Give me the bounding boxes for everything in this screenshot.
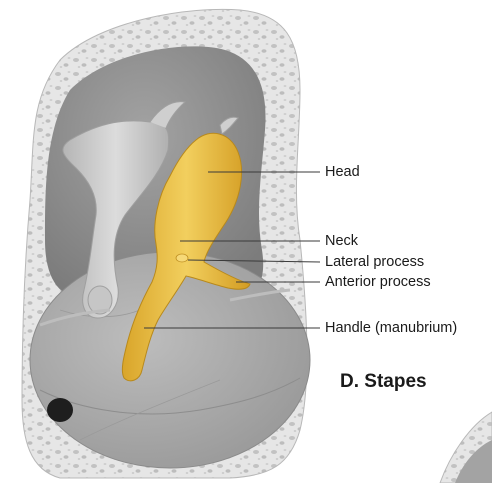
figure-caption: D. Stapes (340, 371, 427, 393)
label-head: Head (325, 164, 360, 180)
label-neck: Neck (325, 233, 358, 249)
label-handle: Handle (manubrium) (325, 320, 457, 336)
label-anterior-process: Anterior process (325, 274, 431, 290)
dark-foramen (47, 398, 73, 422)
label-lateral-process: Lateral process (325, 254, 424, 270)
